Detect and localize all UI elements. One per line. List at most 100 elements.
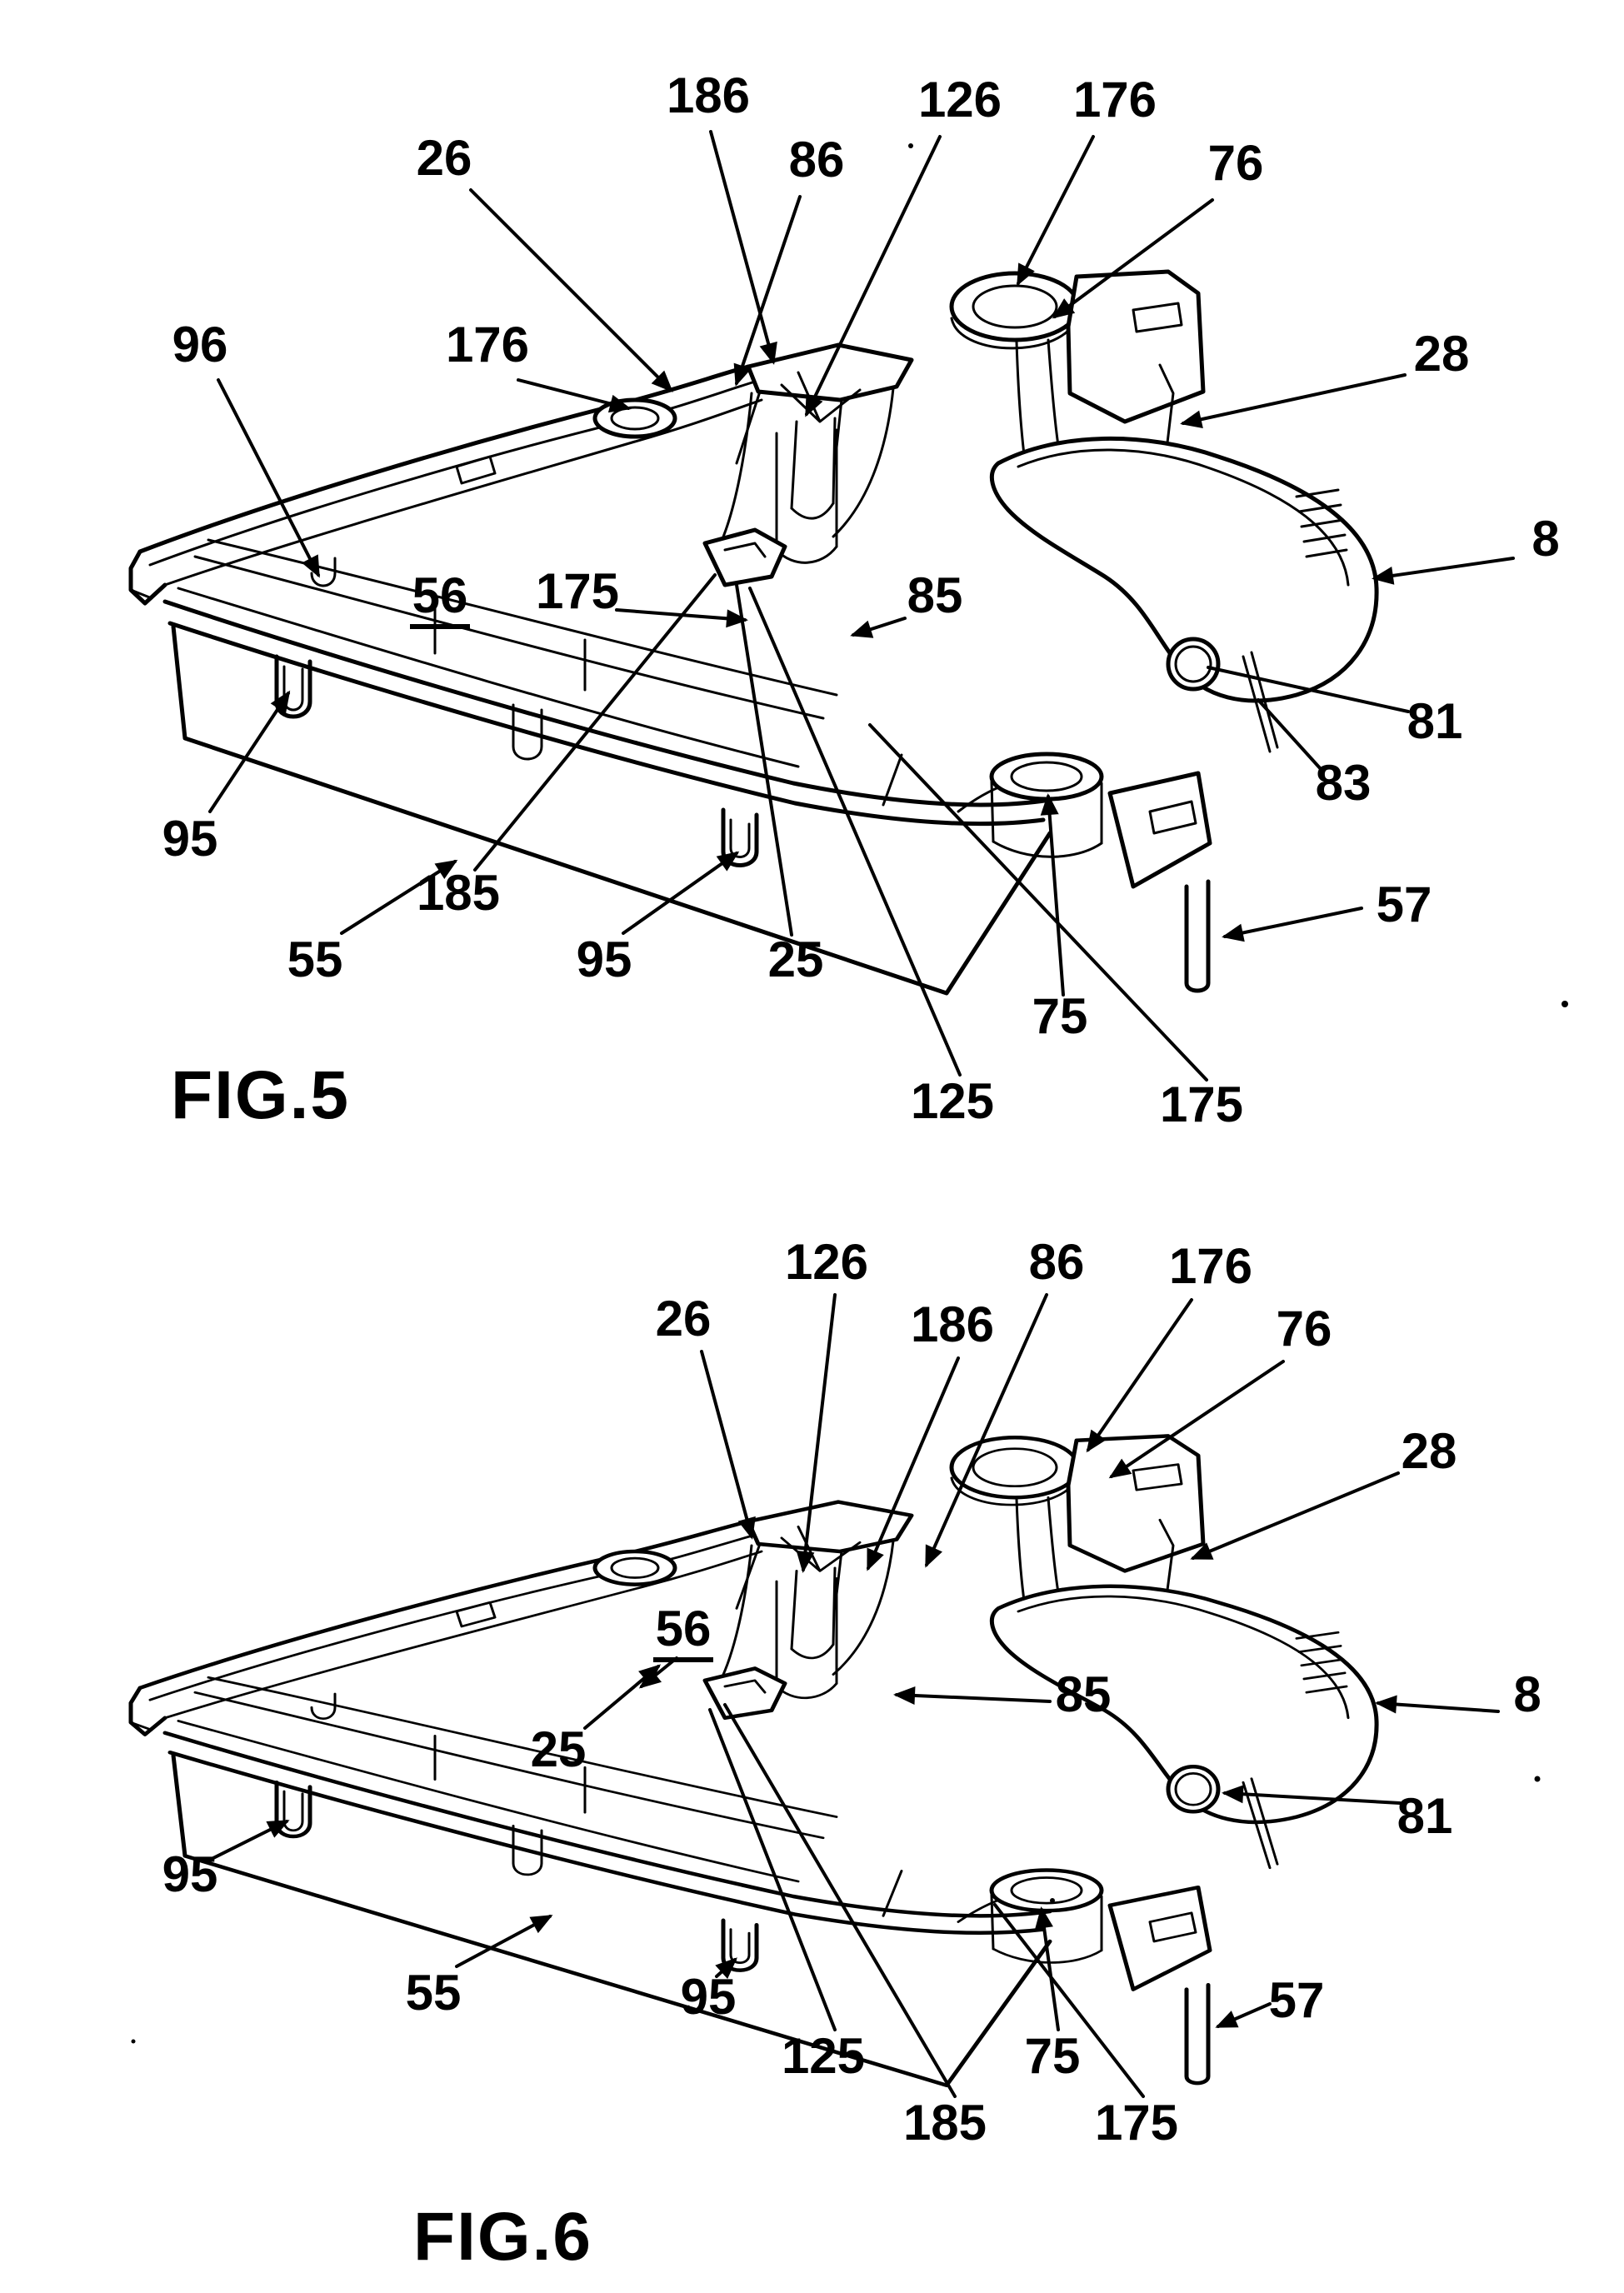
ref-label-95b-fig6: 95 [681, 1969, 737, 2025]
ref-label-81-fig5: 81 [1407, 693, 1463, 749]
ref-label-85-fig6: 85 [1056, 1666, 1112, 1722]
leader-fig6-95a [208, 1820, 290, 1861]
ref-label-81-fig6: 81 [1397, 1788, 1453, 1844]
leader-fig5-81 [1207, 666, 1410, 713]
leader-fig6-175 [993, 1903, 1145, 2098]
ref-label-175b-fig5: 175 [1160, 1077, 1243, 1132]
ref-label-186-fig6: 186 [911, 1296, 994, 1352]
ref-label-25-fig6: 25 [531, 1721, 587, 1777]
ref-label-28-fig5: 28 [1414, 326, 1470, 382]
leader-fig5-26 [469, 188, 673, 392]
ref-label-56-fig5: 56 [412, 567, 468, 623]
leader-fig5-75 [1040, 793, 1065, 997]
ref-label-85-fig5: 85 [907, 567, 963, 623]
leader-fig5-76 [1052, 198, 1214, 319]
ref-label-126-fig5: 126 [918, 72, 1002, 127]
leader-fig5-126 [805, 135, 942, 417]
ref-label-86-fig5: 86 [789, 132, 845, 187]
ref-label-57-fig6: 57 [1269, 1972, 1325, 2028]
leader-fig5-86 [733, 195, 802, 387]
leader-fig6-28 [1190, 1471, 1400, 1560]
leader-fig5-28 [1180, 373, 1407, 429]
ref-label-26-fig5: 26 [417, 130, 472, 186]
leader-fig5-176b [517, 378, 632, 413]
ref-label-96-fig5: 96 [172, 317, 228, 372]
leader-fig5-125 [748, 587, 962, 1077]
leader-fig6-55 [455, 1915, 553, 1968]
ref-label-186-fig5: 186 [667, 67, 750, 123]
ref-label-83-fig5: 83 [1316, 755, 1372, 811]
ref-label-76-fig6: 76 [1277, 1301, 1332, 1356]
ref-label-175-fig6: 175 [1095, 2095, 1178, 2151]
leader-fig5-95a [208, 690, 291, 813]
ref-label-176-fig6: 176 [1169, 1238, 1252, 1294]
leader-fig6-176 [1086, 1298, 1193, 1453]
ref-label-75-fig6: 75 [1025, 2028, 1081, 2084]
leader-fig6-126 [796, 1293, 837, 1573]
fig6-labels: 126 86 176 26 186 76 28 8 56 85 25 81 95… [162, 1234, 1542, 2275]
ref-label-76-fig5: 76 [1208, 135, 1264, 191]
leader-fig6-56 [638, 1656, 678, 1689]
leader-fig6-57 [1215, 2002, 1272, 2028]
speck-dot [131, 2039, 136, 2044]
leader-fig5-85 [850, 617, 907, 638]
ref-label-55-fig6: 55 [406, 1965, 462, 2021]
ref-label-75-fig5: 75 [1032, 988, 1088, 1044]
ref-label-125-fig5: 125 [911, 1073, 994, 1129]
fig5-caption: FIG.5 [171, 1057, 350, 1133]
leader-fig5-83 [1257, 698, 1323, 772]
leader-fig6-81 [1222, 1785, 1402, 1805]
fig5-labels: 26 186 126 176 76 86 96 176 28 8 56 175 … [162, 67, 1560, 1133]
leader-fig6-76 [1108, 1360, 1285, 1479]
leader-fig5-8 [1372, 557, 1515, 585]
leader-fig6-25 [583, 1664, 662, 1730]
fig6-drawing [131, 1436, 1377, 2085]
leader-fig5-185 [473, 573, 717, 872]
figure-6: 126 86 176 26 186 76 28 8 56 85 25 81 95… [131, 1234, 1542, 2275]
ref-label-176b-fig5: 176 [446, 317, 529, 372]
leader-fig6-186 [867, 1356, 960, 1571]
leader-fig6-185 [723, 1703, 957, 2098]
leader-fig5-176a [1017, 135, 1095, 287]
leader-fig5-57 [1222, 907, 1363, 942]
leader-fig5-55 [340, 859, 458, 935]
speck-dot [1534, 1776, 1541, 1782]
leader-fig6-8 [1375, 1695, 1500, 1714]
ref-label-8-fig6: 8 [1513, 1666, 1541, 1722]
speck-dot [1562, 1001, 1568, 1007]
ref-label-176a-fig5: 176 [1073, 72, 1157, 127]
ref-label-175a-fig5: 175 [536, 563, 619, 619]
ref-label-55-fig5: 55 [287, 932, 343, 987]
leader-fig5-96 [217, 378, 320, 578]
ref-label-185-fig6: 185 [903, 2095, 987, 2151]
ref-label-8-fig5: 8 [1532, 511, 1559, 567]
ref-label-95b-fig5: 95 [577, 932, 632, 987]
leader-fig6-85 [893, 1686, 1052, 1705]
ref-label-185-fig5: 185 [417, 865, 500, 921]
ref-label-95a-fig6: 95 [162, 1846, 218, 1902]
leader-fig6-26 [700, 1350, 756, 1540]
fig6-caption: FIG.6 [413, 2199, 592, 2275]
fig5-leaders [208, 130, 1515, 1082]
figure-5: 26 186 126 176 76 86 96 176 28 8 56 175 … [131, 67, 1560, 1133]
speck-dot [1050, 1898, 1055, 1903]
ref-label-25-fig5: 25 [768, 932, 824, 987]
ref-label-57-fig5: 57 [1377, 877, 1432, 932]
leader-fig6-75 [1035, 1906, 1060, 2031]
ref-label-86-fig6: 86 [1029, 1234, 1085, 1290]
leader-fig5-95b [622, 851, 740, 935]
fig5-drawing [131, 272, 1377, 993]
leader-fig5-25 [735, 583, 793, 937]
ref-label-125-fig6: 125 [782, 2028, 865, 2084]
ref-label-126-fig6: 126 [785, 1234, 868, 1290]
leader-fig5-186 [709, 130, 777, 365]
ref-label-26-fig6: 26 [656, 1291, 712, 1346]
speck-dot [908, 143, 913, 148]
leader-fig5-175b [868, 723, 1208, 1082]
ref-label-56-fig6: 56 [656, 1601, 712, 1656]
leader-fig6-125 [708, 1708, 837, 2031]
leader-fig6-95b [715, 1957, 737, 1979]
ref-label-95a-fig5: 95 [162, 811, 218, 867]
ref-label-28-fig6: 28 [1402, 1423, 1457, 1479]
